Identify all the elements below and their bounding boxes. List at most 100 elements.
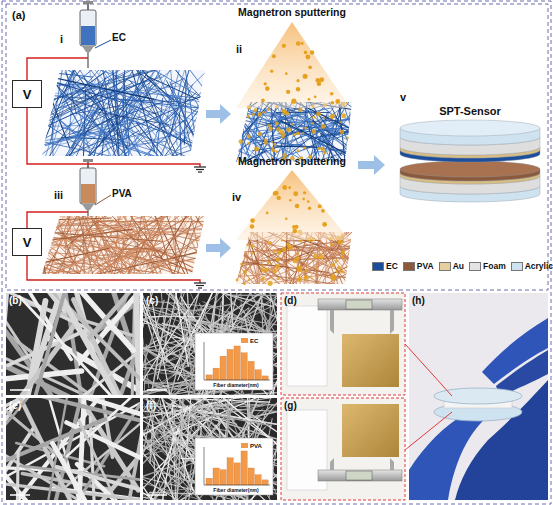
gold-particle	[341, 113, 346, 118]
gold-particle	[299, 266, 302, 269]
gold-particle	[291, 123, 293, 125]
gold-particle	[243, 270, 247, 274]
gold-particle	[292, 225, 296, 229]
fiber	[56, 49, 97, 102]
gold-particle	[296, 41, 301, 46]
gold-particles	[250, 185, 327, 233]
gold-particle	[296, 253, 299, 256]
device-label: SPT-Sensor	[439, 106, 501, 117]
gold-particle	[247, 134, 251, 138]
gold-particle	[258, 132, 262, 136]
fiber	[17, 452, 18, 505]
gold-particle	[316, 112, 321, 117]
histogram-bar	[220, 470, 226, 485]
fiber	[190, 396, 263, 419]
wire	[27, 58, 88, 80]
fiber	[139, 198, 167, 291]
gold-particle	[311, 116, 313, 118]
wire	[27, 212, 88, 228]
gold-particle	[268, 281, 273, 286]
fiber	[101, 63, 185, 142]
fiber	[265, 242, 285, 284]
fiber	[14, 83, 93, 146]
syringe-needle	[87, 52, 88, 68]
fiber	[316, 234, 361, 288]
wire	[27, 108, 200, 167]
gold-particle	[303, 191, 306, 194]
gold-particle	[297, 277, 302, 282]
legend-swatch	[511, 262, 523, 271]
process-label: Magnetron sputtering	[238, 7, 346, 18]
fiber	[172, 231, 181, 293]
voltage-source: V	[12, 228, 42, 256]
axis-label: Fiber diameter(nm)	[213, 383, 258, 388]
histogram-bar	[262, 376, 268, 380]
gold-particle	[266, 212, 269, 215]
legend-item: Foam	[469, 262, 506, 271]
syringe-barrel	[80, 10, 96, 46]
fiber	[132, 119, 250, 170]
gold-particle	[330, 116, 333, 119]
fiber	[108, 42, 126, 163]
legend: ECPVAAuFoamAcrylic	[372, 262, 553, 271]
fiber	[122, 205, 178, 244]
histogram-bar	[255, 475, 261, 485]
histogram-bar	[206, 478, 212, 485]
gold-particle	[330, 114, 335, 119]
histogram-bar	[248, 361, 254, 380]
fiber	[266, 278, 282, 337]
legend-text: EC	[250, 338, 258, 344]
fiber	[316, 217, 387, 265]
gold-particle	[342, 256, 345, 259]
fiber	[293, 235, 372, 279]
voltage-source: V	[12, 80, 42, 108]
fiber	[102, 240, 232, 266]
fiber	[228, 253, 259, 290]
legend-swatch	[403, 262, 415, 271]
fiber	[221, 329, 282, 332]
material-label: PVA	[112, 189, 132, 199]
gold-particle	[275, 264, 280, 269]
leader-line	[95, 40, 111, 48]
gold-particle	[272, 54, 276, 58]
fiber	[50, 259, 156, 272]
gold-particle	[305, 55, 310, 60]
gold-particle	[250, 218, 255, 223]
syringe	[80, 159, 111, 216]
gold-particle	[286, 127, 291, 132]
gold-particle	[304, 127, 307, 130]
gold-particle	[317, 82, 322, 87]
gold-particle	[281, 134, 285, 138]
gold-particle	[271, 148, 275, 152]
fiber	[100, 132, 105, 176]
fiber	[218, 292, 274, 307]
panel-label: (f)	[146, 401, 156, 411]
fiber	[143, 228, 221, 229]
gold-particle	[272, 146, 275, 149]
fiber	[174, 175, 176, 266]
ground-symbol	[194, 167, 206, 172]
pointer-line	[405, 412, 452, 450]
fiber	[102, 115, 162, 180]
gold-particle	[240, 263, 243, 266]
gold-particle	[239, 139, 243, 143]
fiber	[80, 51, 115, 91]
fiber	[294, 105, 332, 139]
fiber	[112, 138, 155, 152]
gold-particle	[331, 263, 335, 267]
caliper	[318, 299, 402, 310]
fiber	[143, 338, 149, 388]
fiber	[323, 250, 351, 274]
fiber	[223, 262, 265, 295]
legend-text: PVA	[250, 443, 262, 449]
fiber	[254, 246, 288, 262]
gold-particle	[262, 276, 265, 279]
fiber	[149, 316, 200, 317]
gold-particle	[293, 191, 298, 196]
histogram-bar	[234, 346, 240, 380]
gold-particle	[341, 250, 345, 254]
gold-particle	[250, 224, 254, 228]
panel-label: (b)	[9, 296, 22, 306]
gold-particle	[289, 199, 291, 201]
gold-particle	[236, 278, 239, 281]
